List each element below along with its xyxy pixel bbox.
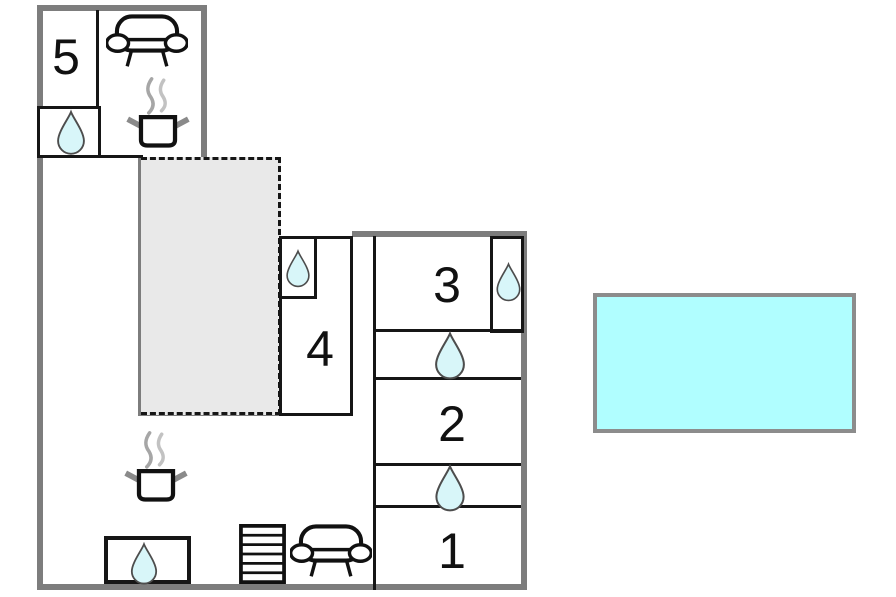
room-1-label: 1 (438, 523, 466, 579)
water-drop-icon (428, 331, 472, 380)
wall-rooms-top (352, 231, 527, 237)
water-drop-icon (126, 542, 162, 585)
terrace (141, 157, 281, 415)
wall-bottom (37, 584, 527, 590)
sofa-icon (290, 522, 372, 580)
wall-left (37, 5, 43, 590)
swimming-pool (593, 293, 856, 433)
sofa-icon (106, 12, 188, 70)
water-drop-icon (492, 254, 525, 310)
room-5-label: 5 (52, 29, 80, 85)
wall-strip1-top (376, 329, 521, 332)
stairs-icon (239, 524, 286, 584)
room-3-label: 3 (433, 257, 461, 313)
wall-strip2-top (376, 463, 521, 466)
room-4-label: 4 (306, 321, 334, 377)
wall-top-block-top (37, 5, 207, 11)
wall-top-block-right (201, 5, 207, 158)
water-drop-icon (52, 109, 90, 156)
room-2-label: 2 (438, 396, 466, 452)
cooking-pot-icon (122, 76, 194, 154)
cooking-pot-icon (120, 430, 192, 508)
wall-room5-divider (96, 10, 99, 157)
water-drop-icon (429, 464, 471, 512)
wall-right (521, 231, 527, 590)
water-drop-icon (282, 241, 314, 296)
wall-corridor (373, 236, 376, 590)
